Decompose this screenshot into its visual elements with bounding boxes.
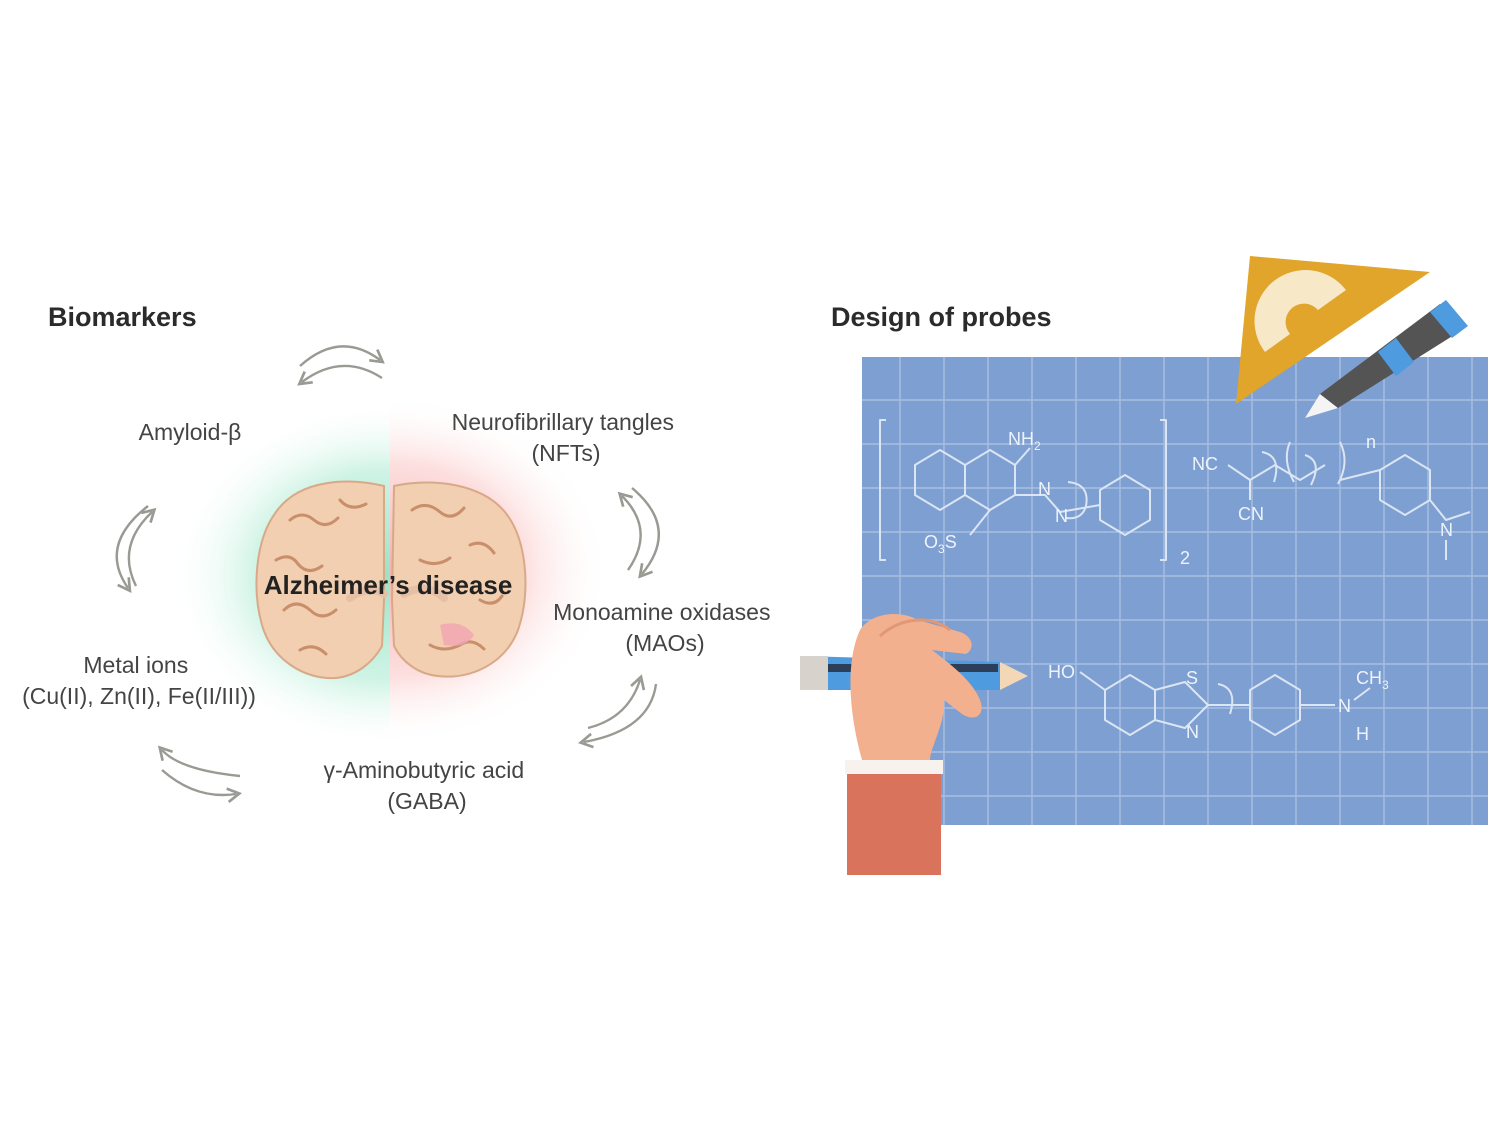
probe3-s: S	[1186, 668, 1198, 688]
set-square	[1236, 256, 1430, 404]
label-amyloid-beta: Amyloid-β	[139, 419, 242, 445]
probe3-amine-h: H	[1356, 724, 1369, 744]
hand	[850, 614, 982, 760]
label-neurofibrillary-tangles: Neurofibrillary tangles (NFTs)	[452, 409, 681, 466]
probe2-amine-n: N	[1440, 520, 1453, 540]
label-mao-line1: Monoamine oxidases	[553, 599, 770, 625]
cycle-arrow-top	[297, 345, 385, 386]
hand-knuckle	[878, 618, 951, 638]
probe1-o3s: O3S	[924, 532, 957, 556]
probe2-parentheses	[1285, 441, 1346, 485]
pen-band	[1378, 338, 1414, 376]
probe3-rotation-arrow	[1217, 683, 1234, 715]
label-metal-line2: (Cu(II), Zn(II), Fe(II/III))	[22, 683, 256, 709]
label-nft-line2: (NFTs)	[532, 440, 601, 466]
label-metal-ions: Metal ions (Cu(II), Zn(II), Fe(II/III))	[22, 652, 256, 709]
biomarkers-panel: Biomarkers Alzhei	[22, 302, 777, 814]
probe2-index: n	[1366, 432, 1376, 452]
probe1-repeat-index: 2	[1180, 548, 1190, 568]
label-gaba-line1: γ-Aminobutyric acid	[323, 757, 524, 783]
azo-bonds	[969, 447, 1101, 536]
probe1-n-b: N	[1055, 506, 1068, 526]
probe-structure-benzothiazole: HO S N CH3 N H	[1048, 662, 1389, 744]
shirt-cuff	[845, 760, 943, 774]
repeat-bracket-right	[1160, 419, 1167, 561]
probe2-cn: CN	[1238, 504, 1264, 524]
blueprint-board	[862, 357, 1488, 825]
probe2-amine-bonds	[1339, 469, 1471, 560]
probe3-ch3: CH3	[1356, 668, 1389, 692]
drawing-hand	[800, 614, 1028, 875]
ring-phenyl-5	[1249, 674, 1301, 736]
label-nft-line1: Neurofibrillary tangles	[452, 409, 674, 435]
brain-left-hemisphere	[255, 480, 385, 680]
brain-ventricles	[346, 584, 448, 602]
pencil-eraser	[800, 656, 828, 690]
cycle-arrow-bottom-right	[578, 674, 658, 749]
probe3-bonds	[1079, 671, 1371, 706]
cycle-arrow-right	[617, 487, 660, 579]
label-gaba: γ-Aminobutyric acid (GABA)	[323, 757, 530, 814]
probe2-nc: NC	[1192, 454, 1218, 474]
probe-structure-dicyano: NC CN n N	[1192, 432, 1471, 560]
disease-title: Alzheimer’s disease	[264, 570, 513, 600]
probe3-amine-n: N	[1338, 696, 1351, 716]
label-metal-line1: Metal ions	[83, 652, 188, 678]
pen-cap	[1430, 300, 1468, 338]
cycle-arrows	[115, 345, 660, 803]
probe2-vinyl-bonds	[1227, 464, 1326, 500]
biomarkers-heading: Biomarkers	[48, 302, 197, 332]
probe1-nh2: NH2	[1008, 429, 1041, 453]
cycle-arrow-left	[115, 505, 157, 593]
probe1-n-a: N	[1038, 479, 1051, 499]
shirt-sleeve	[847, 770, 941, 875]
label-amyloid-beta-line: Amyloid-β	[139, 419, 242, 445]
label-monoamine-oxidases: Monoamine oxidases (MAOs)	[553, 599, 777, 656]
brain-right-hemisphere	[390, 481, 527, 678]
pen-tip	[1305, 394, 1338, 418]
ring-phenyl-3	[1099, 474, 1151, 536]
ring-thiazole	[1154, 681, 1209, 729]
design-panel: Design of probes NH2 N	[800, 256, 1488, 875]
cycle-arrow-bottom-left	[157, 745, 243, 803]
design-heading: Design of probes	[831, 302, 1052, 332]
brain-hippocampus	[440, 623, 474, 646]
label-gaba-line2: (GABA)	[387, 788, 466, 814]
protractor-cutout	[1254, 269, 1346, 352]
probe2-rotation-arrows	[1261, 451, 1317, 486]
brain-illustration	[255, 480, 527, 680]
probe3-n: N	[1186, 722, 1199, 742]
probe-structure-azo: NH2 N N O3S 2	[879, 419, 1190, 568]
label-mao-line2: (MAOs)	[625, 630, 704, 656]
repeat-bracket-left	[879, 419, 886, 561]
ink-pen	[1305, 300, 1468, 418]
probe3-ho: HO	[1048, 662, 1075, 682]
pencil-tip	[1000, 662, 1028, 690]
azo-rotation-arrow	[1065, 481, 1088, 520]
